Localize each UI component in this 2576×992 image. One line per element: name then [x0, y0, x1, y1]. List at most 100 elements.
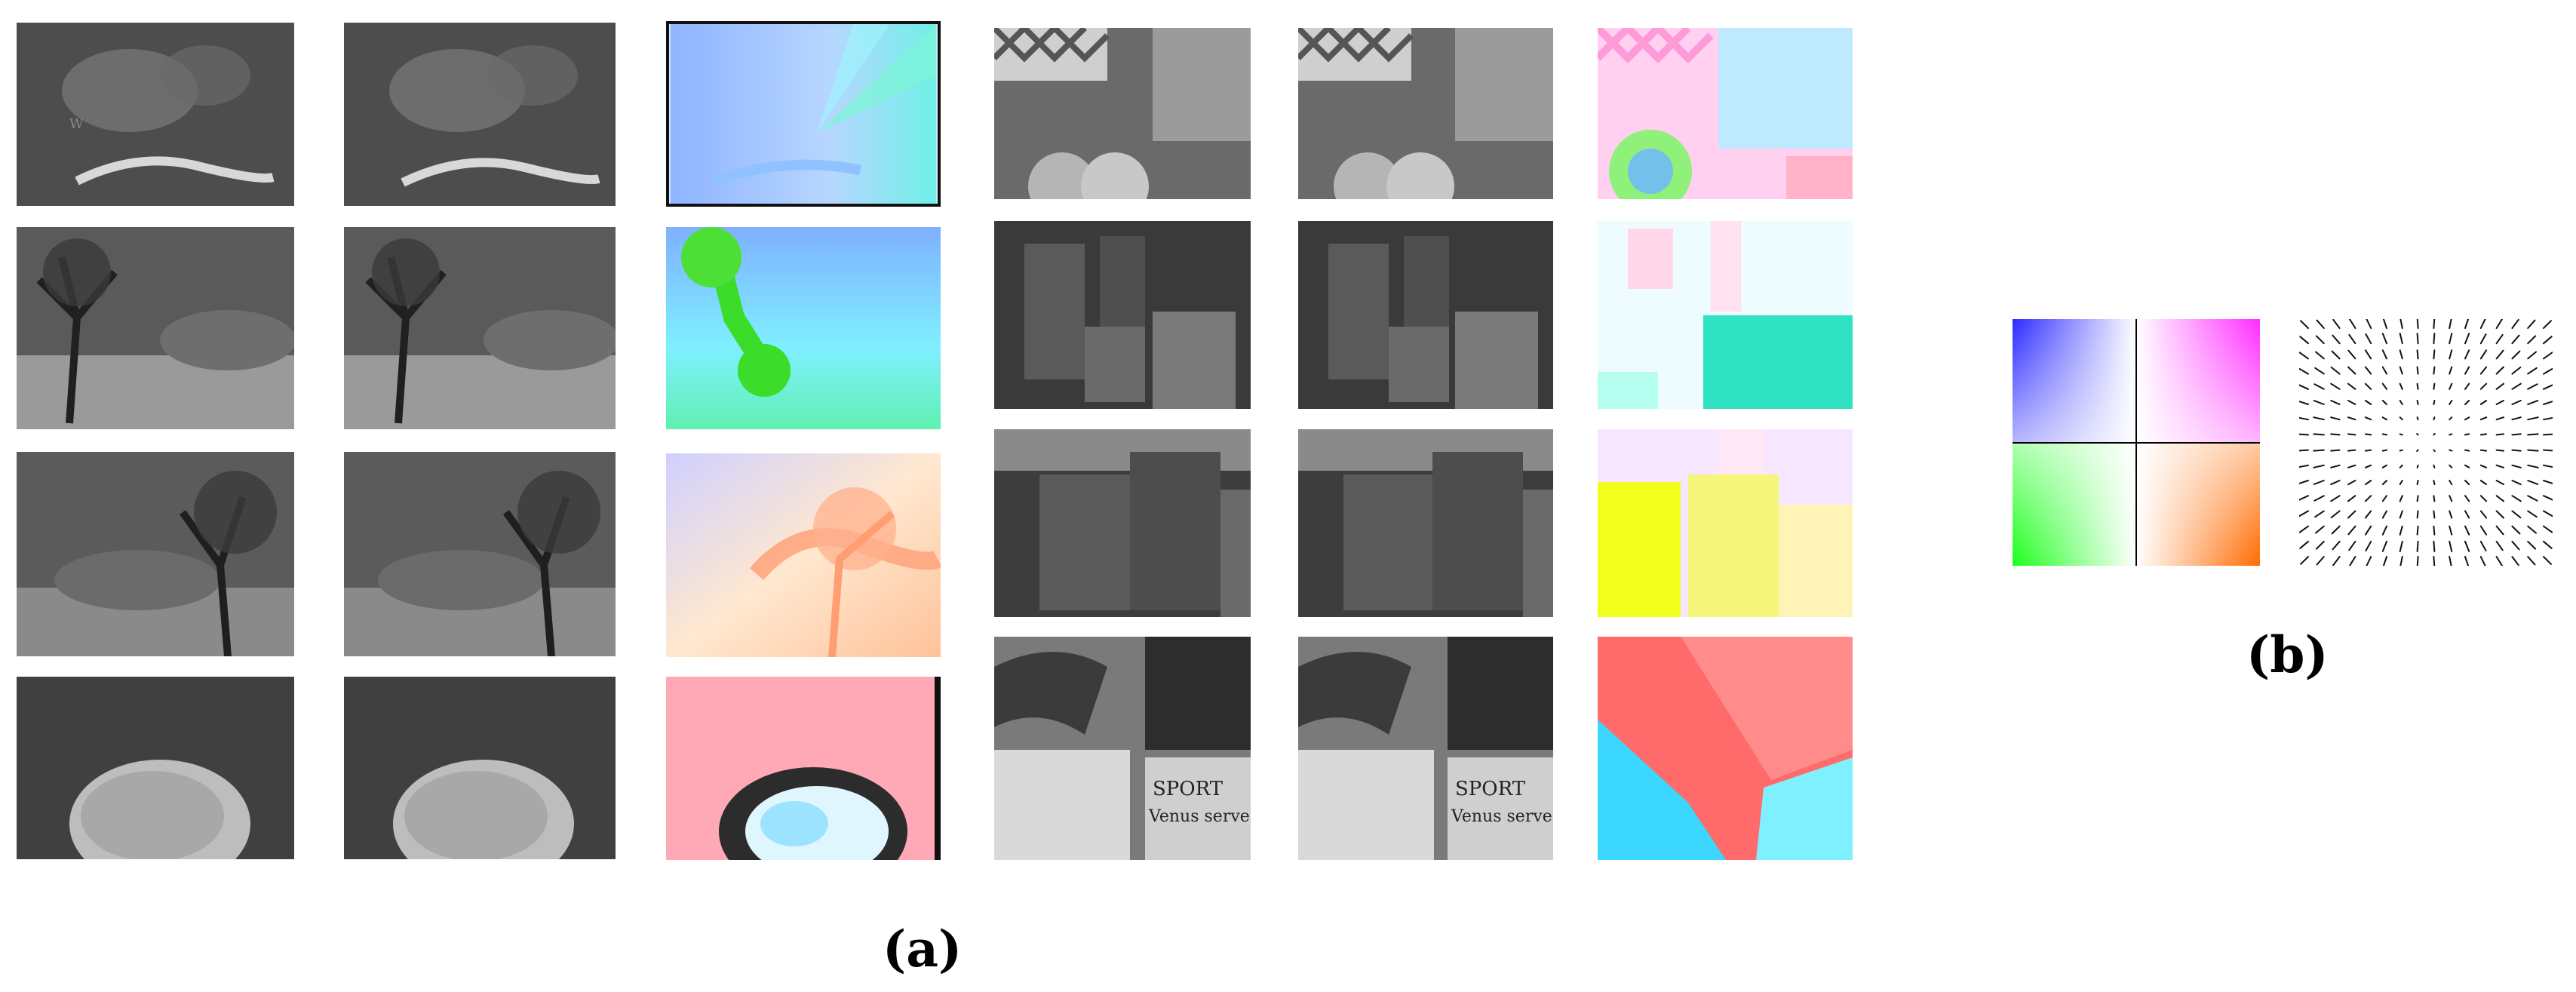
flow-vector [2543, 400, 2555, 405]
flow-vector [2495, 366, 2504, 375]
flow-vector [2300, 556, 2309, 565]
flow-vector [2433, 382, 2436, 390]
flow-vector [2347, 366, 2356, 375]
flow-vector [2381, 366, 2387, 375]
frame-2-image [1298, 221, 1553, 409]
flow-vector [2495, 480, 2504, 486]
flow-vector [2527, 525, 2537, 534]
flow-vector [2464, 366, 2470, 375]
panel-b-label: (b) [2246, 625, 2329, 684]
flow-vector [2543, 416, 2555, 421]
flow-vector [2330, 495, 2341, 502]
flow-vector [2433, 366, 2436, 375]
flow-vector [2449, 495, 2453, 502]
flow-field-image [666, 227, 941, 429]
svg-text:SPORT: SPORT [1153, 778, 1224, 800]
flow-vector [2399, 449, 2403, 452]
flow-vector [2332, 556, 2341, 567]
flow-vector [2527, 540, 2537, 550]
flow-vector [2511, 433, 2522, 436]
flow-vector [2449, 416, 2453, 421]
flow-vector [2511, 464, 2522, 468]
flow-vector [2366, 318, 2372, 329]
flow-vector [2316, 319, 2325, 329]
flow-vector [2479, 433, 2488, 436]
flow-vector [2332, 318, 2341, 329]
flow-vector [2330, 400, 2341, 405]
flow-vector [2381, 449, 2387, 452]
flow-vector [2527, 495, 2538, 502]
flow-vector [2399, 525, 2403, 536]
flow-vector [2399, 495, 2403, 502]
flow-vector [2449, 540, 2453, 552]
flow-vector [2543, 495, 2554, 501]
flow-vector [2347, 416, 2356, 421]
flow-vector [2511, 350, 2521, 360]
flow-vector [2479, 464, 2488, 468]
flow-vector [2399, 510, 2403, 519]
flow-vector [2511, 510, 2522, 519]
flow-vector [2347, 449, 2356, 452]
flow-vector [2511, 400, 2522, 405]
flow-vector [2511, 480, 2522, 486]
flow-vector [2364, 416, 2372, 421]
flow-vector [2511, 318, 2519, 329]
flow-vector [2297, 449, 2309, 452]
flow-vector [2479, 495, 2488, 502]
flow-vector [2527, 335, 2537, 345]
flow-vector [2347, 382, 2356, 390]
flow-vector [2495, 400, 2504, 405]
flow-vector [2449, 433, 2453, 436]
flow-vector [2433, 464, 2436, 468]
flow-vector [2347, 400, 2356, 405]
flow-vector [2381, 400, 2387, 405]
flow-vector [2364, 433, 2372, 436]
flow-vector [2479, 416, 2488, 421]
flow-vector [2297, 464, 2309, 468]
flow-vector [2527, 510, 2538, 518]
flow-vector [2330, 382, 2341, 390]
flow-vector [2495, 540, 2504, 551]
flow-vector [2464, 480, 2470, 486]
flow-vector [2381, 510, 2387, 519]
frame-2-image [344, 23, 616, 206]
flow-vector [2399, 317, 2403, 329]
flow-vector [2511, 556, 2519, 567]
flow-vector [2347, 525, 2356, 536]
flow-field-image [1598, 28, 1853, 199]
flow-vector [2364, 495, 2372, 502]
flow-vector [2479, 510, 2488, 519]
flow-vector [2315, 335, 2325, 345]
flow-vector [2381, 349, 2387, 360]
flow-vector [2449, 556, 2452, 568]
flow-vector [2527, 464, 2539, 468]
flow-vector [2381, 540, 2387, 552]
frame-1-image [17, 452, 294, 656]
flow-vector [2313, 495, 2325, 502]
flow-vector [2416, 449, 2419, 452]
flow-vector [2298, 495, 2309, 501]
flow-vector [2298, 367, 2309, 375]
flow-vector [2449, 349, 2453, 360]
flow-vector [2479, 349, 2488, 360]
flow-vector [2433, 556, 2436, 568]
flow-vector [2479, 400, 2488, 405]
frame-2-image [1298, 28, 1553, 199]
flow-vector [2300, 320, 2309, 329]
flow-vector [2313, 433, 2325, 436]
flow-vector [2297, 416, 2309, 421]
flow-vector [2381, 464, 2387, 468]
flow-vector [2464, 449, 2470, 452]
flow-vector [2416, 433, 2419, 436]
flow-field-image [1598, 221, 1853, 409]
flow-vector [2347, 349, 2356, 360]
flow-vector [2449, 317, 2452, 329]
flow-vector [2433, 480, 2436, 486]
flow-vector [2330, 416, 2341, 421]
flow-vector [2348, 540, 2356, 551]
flow-vector [2381, 525, 2387, 536]
flow-vector [2479, 540, 2487, 551]
flow-vector [2433, 433, 2436, 436]
flow-vector [2433, 449, 2436, 452]
flow-vector [2332, 540, 2341, 551]
